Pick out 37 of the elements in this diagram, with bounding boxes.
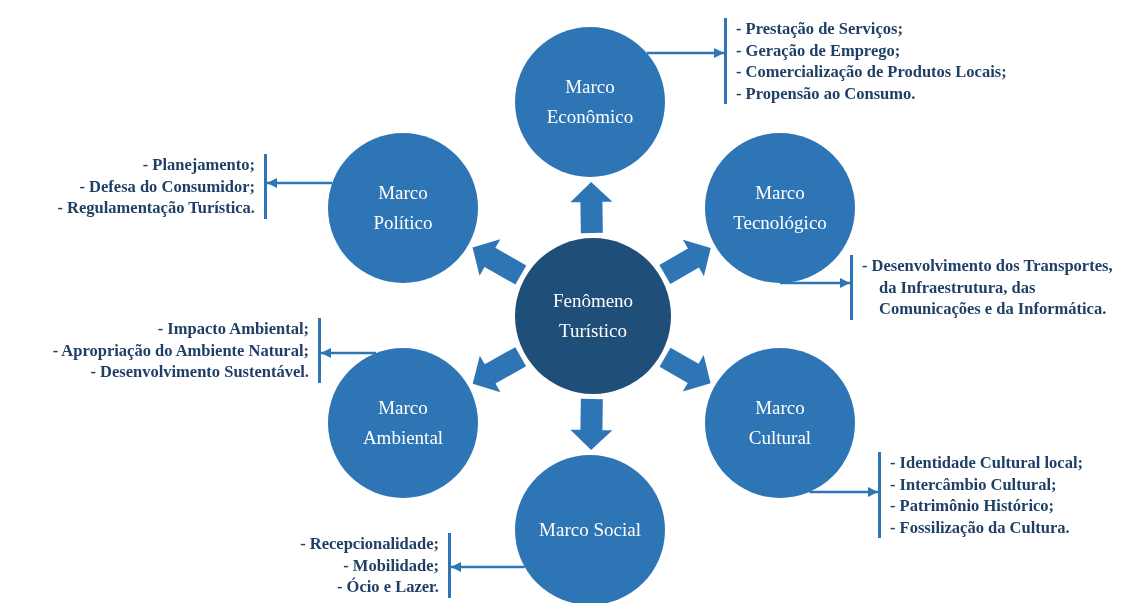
circle-label: Marco Econômico — [545, 75, 635, 129]
list-item: - Propensão ao Consumo. — [736, 82, 917, 104]
list-item: - Apropriação do Ambiente Natural; — [51, 339, 309, 361]
arrow — [646, 48, 724, 58]
circle-label: Marco Político — [372, 181, 434, 235]
list-item: - Planejamento; — [141, 154, 255, 176]
list-item: - Patrimônio Histórico; — [890, 495, 1056, 517]
list-item: - Geração de Emprego; — [736, 39, 902, 61]
arrow — [321, 348, 377, 358]
circle-label: Marco Tecnológico — [732, 181, 828, 235]
list-item: - Recepcionalidade; — [299, 533, 439, 555]
list-item: - Intercâmbio Cultural; — [890, 473, 1058, 495]
block-arrow — [472, 347, 527, 393]
block-arrow — [659, 347, 711, 392]
list-item: - Impacto Ambiental; — [156, 318, 309, 340]
list-item: - Mobilidade; — [342, 554, 439, 576]
list-item: - Comercialização de Produtos Locais; — [736, 61, 1008, 83]
list-item: - Fossilização da Cultura. — [890, 516, 1071, 538]
list-item: - Prestação de Serviços; — [736, 18, 904, 40]
arrow — [809, 487, 878, 497]
list-item: - Desenvolvimento Sustentável. — [89, 361, 309, 383]
list-item: - Identidade Cultural local; — [890, 452, 1084, 474]
circle-label: Marco Social — [539, 518, 641, 542]
block-arrow — [659, 239, 711, 284]
arrow — [451, 562, 525, 572]
list-item: - Desenvolvimento dos Transportes, da Infraestrutura, das Comunicações e da Informática. — [862, 255, 1114, 320]
block-arrow — [570, 398, 613, 450]
circle-label: Marco Ambiental — [361, 396, 445, 450]
list-item: - Ócio e Lazer. — [335, 576, 439, 598]
block-arrow — [570, 182, 613, 234]
arrow — [267, 178, 333, 188]
circle-label: Marco Cultural — [747, 396, 813, 450]
circle-label: Fenômeno Turístico — [551, 289, 635, 343]
list-item: - Defesa do Consumidor; — [78, 175, 255, 197]
arrow — [780, 278, 850, 288]
block-arrow — [472, 239, 527, 285]
list-item: - Regulamentação Turística. — [56, 197, 255, 219]
